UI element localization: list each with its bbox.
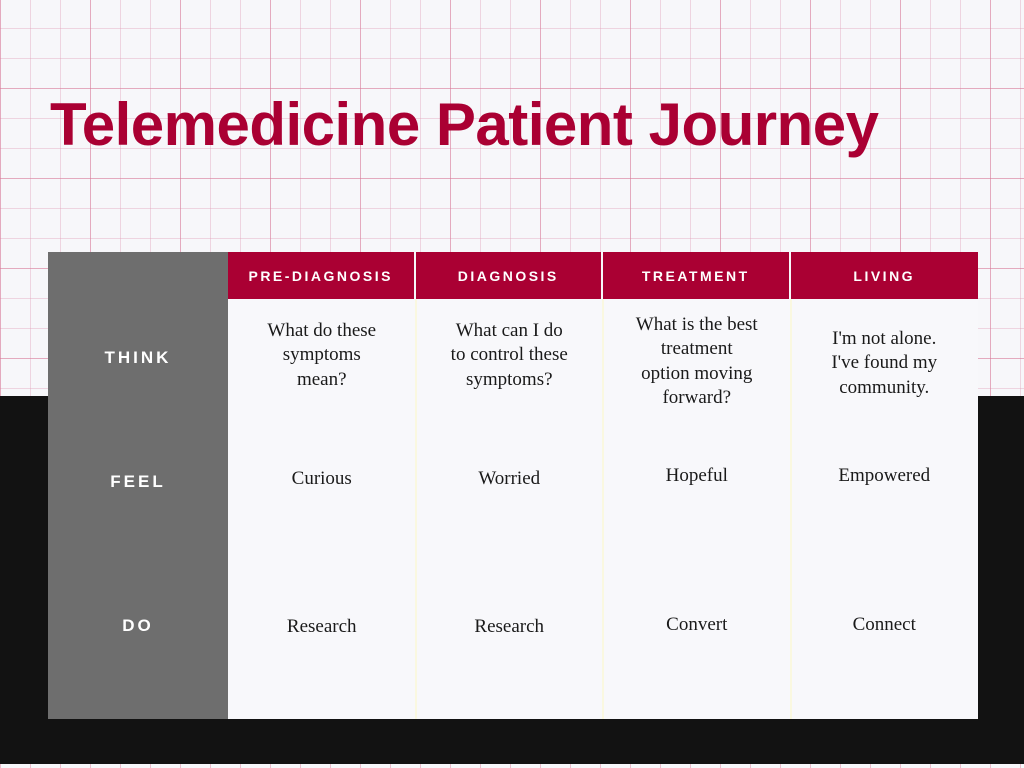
row-label-think: THINK — [104, 348, 172, 367]
cell-line: I've found my — [831, 352, 938, 374]
cell-line: Convert — [666, 614, 728, 635]
cell-line: mean? — [296, 368, 347, 390]
cell-do-pre-diagnosis: Research — [228, 615, 416, 639]
cell-line: Research — [286, 616, 357, 637]
cell-line: Hopeful — [665, 465, 728, 486]
cell-feel-living: Empowered — [791, 464, 979, 488]
cell-line: to control these — [450, 344, 568, 366]
cell-line: I'm not alone. — [832, 328, 937, 349]
column-header-pre-diagnosis[interactable]: PRE-DIAGNOSIS — [228, 252, 416, 299]
bottom-grid-strip — [0, 764, 1024, 768]
cell-think-pre-diagnosis: What do these symptoms mean? — [228, 319, 416, 392]
cell-do-treatment: Convert — [603, 613, 791, 637]
row-label-column: THINK FEEL DO — [48, 252, 228, 719]
cell-think-diagnosis: What can I do to control these symptoms? — [416, 319, 604, 392]
cell-do-living: Connect — [791, 613, 979, 637]
cell-line: Worried — [478, 468, 541, 489]
column-header-treatment[interactable]: TREATMENT — [603, 252, 791, 299]
column-header-diagnosis[interactable]: DIAGNOSIS — [415, 252, 603, 299]
cell-line: symptoms — [282, 344, 361, 366]
cell-think-treatment: What is the best treatment option moving… — [603, 313, 791, 410]
cell-line: What is the best — [635, 314, 758, 335]
cell-line: What do these — [267, 320, 377, 341]
cell-line: What can I do — [455, 320, 563, 341]
column-treatment: TREATMENT What is the best treatment opt… — [602, 252, 791, 719]
cell-feel-diagnosis: Worried — [416, 467, 604, 491]
cell-line: Empowered — [838, 465, 931, 486]
cell-line: forward? — [662, 386, 732, 408]
matrix-columns: PRE-DIAGNOSIS What do these symptoms mea… — [228, 252, 978, 719]
page-title: Telemedicine Patient Journey — [50, 91, 879, 158]
journey-matrix: THINK FEEL DO PRE-DIAGNOSIS What do thes… — [48, 252, 978, 719]
column-living: LIVING I'm not alone. I've found my comm… — [789, 252, 979, 719]
column-body-treatment: What is the best treatment option moving… — [603, 299, 791, 719]
cell-line: Research — [474, 616, 545, 637]
cell-feel-treatment: Hopeful — [603, 464, 791, 488]
column-pre-diagnosis: PRE-DIAGNOSIS What do these symptoms mea… — [228, 252, 416, 719]
row-label-feel: FEEL — [110, 472, 166, 491]
cell-line: treatment — [660, 338, 733, 360]
cell-feel-pre-diagnosis: Curious — [228, 467, 416, 491]
cell-line: symptoms? — [465, 368, 553, 390]
column-header-living[interactable]: LIVING — [790, 252, 978, 299]
cell-line: Connect — [852, 614, 916, 635]
column-body-pre-diagnosis: What do these symptoms mean? Curious Res… — [228, 299, 416, 719]
cell-line: Curious — [291, 468, 352, 489]
column-diagnosis: DIAGNOSIS What can I do to control these… — [414, 252, 604, 719]
row-label-do: DO — [122, 616, 154, 635]
cell-line: option moving — [641, 362, 753, 384]
cell-do-diagnosis: Research — [416, 615, 604, 639]
column-body-living: I'm not alone. I've found my community. … — [790, 299, 979, 719]
column-body-diagnosis: What can I do to control these symptoms?… — [415, 299, 604, 719]
cell-think-living: I'm not alone. I've found my community. — [791, 327, 979, 400]
cell-line: community. — [839, 376, 930, 398]
